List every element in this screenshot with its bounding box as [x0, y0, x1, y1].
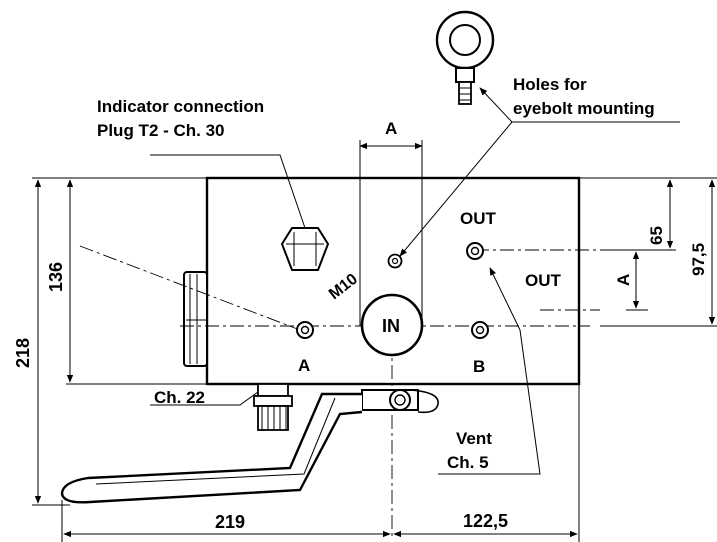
vent-leader: [438, 267, 541, 475]
port-in-label: IN: [382, 316, 400, 336]
vent-label-line2: Ch. 5: [447, 453, 489, 472]
indicator-label-line1: Indicator connection: [97, 97, 264, 116]
dim-219-label: 219: [215, 512, 245, 532]
indicator-plug-icon: [280, 227, 330, 271]
ch22-label: Ch. 22: [154, 388, 205, 407]
port-b-icon: [471, 321, 489, 339]
holes-label-line2: eyebolt mounting: [513, 99, 655, 118]
eyebolt-leader-arrow: [479, 87, 513, 123]
ch22-leader: [150, 391, 259, 406]
port-a-icon: [296, 321, 314, 339]
dim-65-label: 65: [647, 226, 666, 245]
indicator-leader: [150, 154, 306, 229]
port-out-side-label: OUT: [525, 271, 562, 290]
port-b-label: B: [473, 357, 485, 376]
eyebolt-icon: [435, 10, 495, 105]
dim-a-side-label: A: [614, 274, 633, 286]
m10-leader-arrow: [399, 121, 513, 257]
dim-1225-label: 122,5: [463, 511, 508, 531]
dim-a-top-label: A: [385, 119, 397, 138]
vent-label-line1: Vent: [456, 429, 492, 448]
side-plate: [183, 271, 208, 367]
in-port: [360, 293, 424, 357]
port-out-icon: [466, 242, 484, 260]
holes-label-line1: Holes for: [513, 75, 587, 94]
indicator-label-line2: Plug T2 - Ch. 30: [97, 121, 225, 140]
ch22-fitting-icon: [253, 383, 293, 431]
port-a-label: A: [298, 356, 310, 375]
dim-136-label: 136: [46, 262, 66, 292]
dim-218-label: 218: [13, 338, 33, 368]
port-out-top-label: OUT: [460, 209, 497, 228]
lever-handle[interactable]: [60, 389, 439, 504]
m10-hole-icon: [387, 253, 403, 269]
dim-975-label: 97,5: [689, 243, 708, 276]
